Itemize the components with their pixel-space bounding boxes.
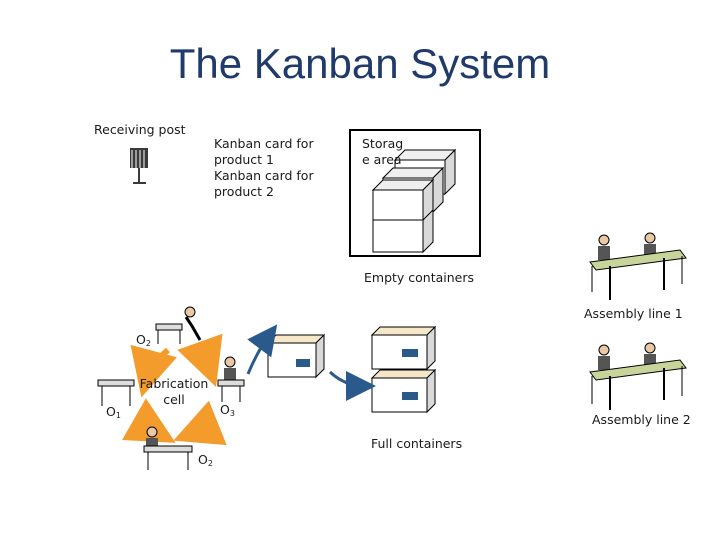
operator-o1-label: O1 [106, 404, 121, 424]
fabrication-cell-label: Fabrication cell [138, 376, 210, 408]
operator-o2-bottom-label: O2 [198, 452, 213, 472]
operator-o3-label: O3 [220, 402, 235, 422]
fabrication-cell-label-line1: Fabrication [139, 376, 209, 391]
workstation-o1-icon [97, 379, 135, 406]
operator-o2-top-label: O2 [136, 332, 151, 352]
o-letter: O [136, 332, 146, 347]
storage-area-frame [349, 129, 481, 257]
workstation-o3-icon [217, 356, 245, 402]
workstation-o2-bottom-icon [143, 426, 193, 470]
workstation-o2-top-icon [155, 306, 202, 344]
full-containers-label: Full containers [371, 436, 463, 451]
kanban-card-1-label: Kanban card for product 1 [214, 136, 314, 167]
o2-bottom-subscript: 2 [207, 459, 213, 468]
full-container-stack-icon [370, 325, 437, 414]
o2-top-subscript: 2 [145, 339, 151, 348]
fabrication-cell-label-line2: cell [163, 392, 185, 407]
page-title: The Kanban System [169, 40, 551, 87]
o-letter: O [106, 404, 116, 419]
flow-arrow-up-icon [246, 324, 278, 375]
empty-container-stack-icon [371, 148, 457, 254]
receiving-post-label: Receiving post [94, 122, 186, 137]
storage-area-label-line1: Storag [362, 136, 404, 151]
empty-containers-label: Empty containers [364, 270, 475, 285]
o1-subscript: 1 [115, 411, 121, 420]
storage-area-label-line2: e area [362, 152, 402, 167]
assembly-line-2-icon [589, 342, 687, 410]
assembly-line-2-label: Assembly line 2 [592, 412, 691, 427]
receiving-post-icon [130, 148, 148, 184]
fabrication-cycle-icon [122, 333, 227, 446]
full-container-icon [266, 333, 326, 379]
o-letter: O [220, 402, 230, 417]
assembly-line-1-icon [589, 232, 687, 300]
assembly-line-1-label: Assembly line 1 [584, 306, 683, 321]
flow-arrow-right-icon [328, 370, 376, 401]
o-letter: O [198, 452, 208, 467]
kanban-card-2-label: Kanban card for product 2 [214, 168, 314, 199]
o3-subscript: 3 [229, 409, 235, 418]
